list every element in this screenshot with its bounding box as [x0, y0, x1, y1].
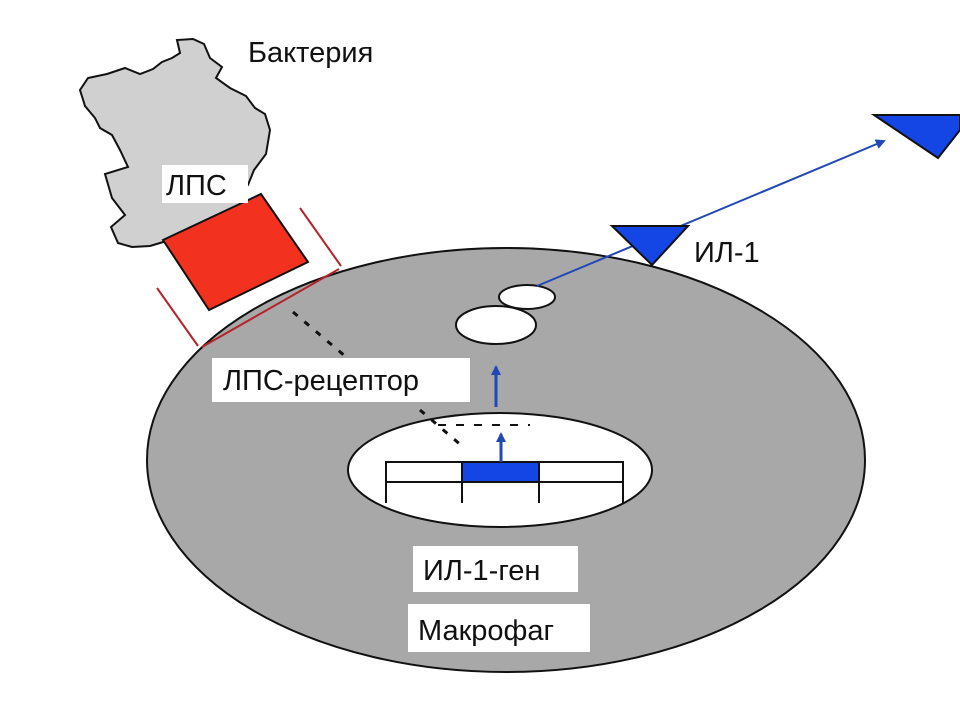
lps-receptor-label: ЛПС-рецептор — [223, 365, 419, 397]
macrophage-label-bg — [408, 604, 590, 652]
secretion-arrow — [536, 139, 886, 287]
il1-gene-segment — [461, 461, 540, 483]
macrophage-label: Макрофаг — [418, 615, 554, 647]
signal-path-dashes-lower — [419, 408, 463, 448]
lps-label: ЛПС — [166, 170, 227, 202]
signal-path-dashes — [292, 310, 353, 364]
gene-strip — [385, 461, 624, 503]
vesicle-large — [455, 305, 537, 345]
il1-label: ИЛ-1 — [694, 237, 760, 269]
lps-receptor — [156, 207, 342, 348]
il1-gene-label-bg — [413, 546, 578, 592]
lps-label-bg — [162, 165, 248, 203]
lps-block — [161, 192, 310, 312]
lps-receptor-label-bg — [212, 358, 470, 402]
il1-molecule-secreted — [870, 114, 960, 160]
il1-gene-label: ИЛ-1-ген — [423, 555, 540, 587]
il1-molecule-surface — [609, 225, 691, 267]
vesicle-small — [498, 284, 556, 310]
bacterium-label: Бактерия — [248, 37, 373, 69]
